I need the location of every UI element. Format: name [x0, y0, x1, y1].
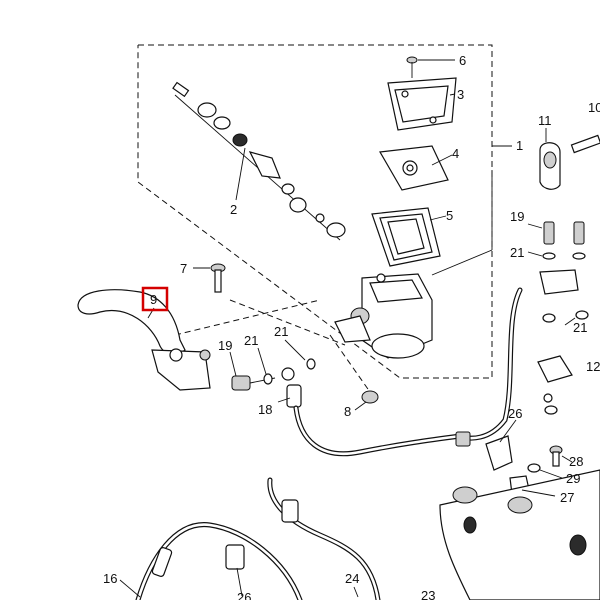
reservoir-cap	[387, 77, 457, 131]
callout-21-right-top: 21	[510, 245, 524, 260]
callout-21-mid: 21	[274, 324, 288, 339]
mount-dashline	[329, 334, 371, 393]
callout-19-left: 19	[218, 338, 232, 353]
brake-lever	[77, 289, 211, 391]
hose-clip	[281, 499, 299, 523]
callout-1: 1	[516, 138, 523, 153]
hose-fitting	[281, 367, 302, 408]
callout-12: 12	[586, 359, 600, 374]
hose-union	[455, 431, 513, 471]
leader-lines	[119, 93, 576, 598]
callout-21-right-bottom: 21	[573, 320, 587, 335]
callout-26-bottom: 26	[237, 590, 251, 600]
callout-29: 29	[566, 471, 580, 486]
callout-28: 28	[569, 454, 583, 469]
callout-27: 27	[560, 490, 574, 505]
callout-6: 6	[459, 53, 466, 68]
highlight-box-part-9	[141, 286, 169, 312]
callout-5: 5	[446, 208, 453, 223]
diaphragm	[371, 207, 441, 267]
callout-11: 11	[538, 113, 552, 128]
brake-switch	[537, 355, 573, 415]
callout-2: 2	[230, 202, 237, 217]
brake-hose-main	[293, 287, 523, 457]
master-cylinder-body	[334, 273, 433, 359]
pivot-bolt	[193, 263, 226, 293]
bracket-bolt	[361, 390, 379, 404]
callout-24: 24	[345, 571, 359, 586]
hose-clamp-lower	[225, 544, 245, 570]
diaphragm-plate	[379, 145, 449, 191]
clamp-dashline	[229, 299, 346, 346]
callout-21-left: 21	[244, 333, 258, 348]
fitting-bolts	[539, 221, 589, 323]
screw	[406, 56, 455, 78]
callout-26-top: 26	[508, 406, 522, 421]
callout-7: 7	[180, 261, 187, 276]
callout-8: 8	[344, 404, 351, 419]
callout-23: 23	[421, 588, 435, 600]
handlebar-bolt	[570, 134, 600, 154]
callout-10: 10	[588, 100, 600, 115]
callout-19-right: 19	[510, 209, 524, 224]
lever-pivot-dashline	[174, 299, 321, 336]
switch-clamp	[539, 142, 561, 190]
washer-a	[263, 373, 273, 385]
banjo-bolt	[231, 375, 276, 391]
brake-hose-lower	[135, 477, 381, 600]
callout-18: 18	[258, 402, 272, 417]
callout-16: 16	[103, 571, 117, 586]
callout-4: 4	[452, 146, 459, 161]
washer-b	[306, 358, 316, 370]
piston-kit	[172, 81, 346, 241]
callout-9: 9	[150, 292, 157, 307]
hose-fitting-lower	[151, 547, 173, 577]
lower-bracket	[439, 469, 600, 600]
callout-3: 3	[457, 87, 464, 102]
assembly-boundary	[137, 44, 493, 379]
